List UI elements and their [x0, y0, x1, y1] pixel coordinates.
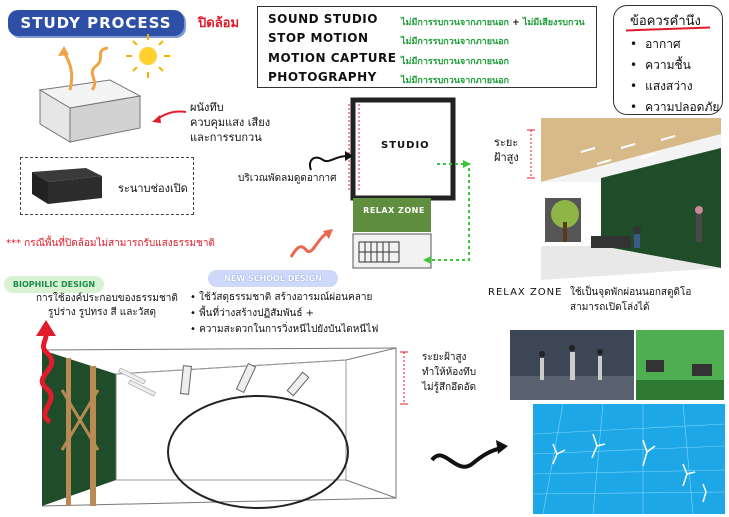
note-text-2: ไม่มีเสียงรบกวน [522, 18, 585, 28]
stairs-icon [358, 241, 400, 263]
no-daylight-note: *** กรณีพื้นที่ปิดล้อมไม่สามารถรับแสงธรร… [6, 238, 215, 249]
open-plane-label: ระนาบช่องเปิด [118, 182, 188, 195]
relax-zone-desc: ใช้เป็นจุดพักผ่อนนอกสตูดิโอ สามารถเปิดโล… [570, 285, 691, 315]
considerations-box: ข้อควรคำนึง อากาศ ความชื้น แสงสว่าง ความ… [613, 5, 723, 115]
wall-note: ผนังทึบ ควบคุมแสง เสียง และการรบกวน [190, 100, 270, 145]
sofa [591, 236, 631, 248]
relax-zone-room [353, 198, 431, 232]
wall-note-line: ผนังทึบ [190, 101, 224, 114]
relax-zone-caption-label: RELAX ZONE [488, 287, 563, 298]
wall-note-line: และการรบกวน [190, 131, 262, 144]
studio-room [350, 97, 456, 201]
new-school-bullet: ความสะดวกในการวิ่งหนีไปยังบันไดหนีไฟ [190, 322, 378, 337]
biophilic-desc: การใช้องค์ประกอบของธรรมชาติ รูปร่าง รูปท… [36, 292, 178, 320]
open-plane-frame [20, 157, 194, 215]
new-school-bullet: พื้นที่ว่างสร้างปฏิสัมพันธ์ + [190, 306, 314, 321]
tree-icon [551, 200, 579, 228]
light-arrow [62, 51, 74, 91]
ceiling-note-line: ระยะฝ้าสูง [422, 352, 467, 363]
studio-type-name: SOUND STUDIO [268, 12, 378, 26]
room-perspective-sketch [41, 347, 397, 509]
plus-sign: + [512, 18, 520, 28]
ceiling-note-line: ระยะ [494, 136, 519, 149]
ceiling-note-bottom: ระยะฝ้าสูง ทำให้ห้องทึบ ไม่รู้สึกอึดอัด [422, 350, 476, 395]
person-icon [633, 226, 641, 234]
red-zigzag-arrow-icon [289, 229, 333, 258]
red-squiggle-arrow-icon [36, 320, 56, 425]
relax-desc-line: สามารถเปิดโล่งได้ [570, 302, 650, 313]
red-dimension-bracket [527, 129, 535, 179]
studio-label: STUDIO [381, 140, 430, 151]
red-dimension-bracket [400, 351, 408, 405]
black-arrow-icon [309, 151, 353, 171]
biophilic-desc-line: การใช้องค์ประกอบของธรรมชาติ [36, 293, 178, 304]
consideration-item: แสงสว่าง [630, 77, 693, 96]
ceiling-note-line: ทำให้ห้องทึบ [422, 367, 477, 378]
motion-data-photo [533, 404, 725, 514]
relax-zone-label: RELAX ZONE [363, 206, 425, 215]
new-school-pill: NEW SCHOOL DESIGN [208, 270, 338, 287]
considerations-title: ข้อควรคำนึง [630, 14, 701, 29]
studio-type-note: ไม่มีการรบกวนจากภายนอก [401, 57, 509, 67]
green-screen-photo [636, 330, 724, 400]
consideration-item: ความปลอดภัย [630, 98, 719, 117]
studio-type-note: ไม่มีการรบกวนจากภายนอก [401, 76, 509, 86]
red-arrow-icon [152, 110, 187, 123]
new-school-bullet: ใช้วัสดุธรรมชาติ สร้างอารมณ์ผ่อนคลาย [190, 290, 372, 305]
ceiling-note-line: ฝ้าสูง [494, 151, 519, 164]
black-curve-arrow-icon [430, 440, 508, 469]
relax-desc-line: ใช้เป็นจุดพักผ่อนนอกสตูดิโอ [570, 287, 692, 298]
ceiling-lights [180, 362, 310, 397]
closed-label: ปิดล้อม [198, 16, 240, 31]
studio-type-name: PHOTOGRAPHY [268, 70, 377, 84]
ceiling-note-top: ระยะ ฝ้าสูง [494, 135, 519, 165]
studio-type-note: ไม่มีการรบกวนจากภายนอก + ไม่มีเสียงรบกวน [401, 15, 585, 29]
floor-plan [348, 97, 471, 269]
dark-box-sketch [32, 168, 102, 204]
relax-zone-render [541, 118, 721, 280]
closed-box-sketch [38, 34, 170, 143]
wood-column [90, 366, 96, 506]
ventilation-note: บริเวณพัดลมดูดอากาศ [238, 173, 337, 184]
sun-icon [126, 34, 170, 78]
consideration-item: ความชื้น [630, 56, 691, 75]
studio-type-note: ไม่มีการรบกวนจากภายนอก [401, 37, 509, 47]
consideration-item: อากาศ [630, 35, 681, 54]
green-route [427, 163, 470, 261]
page-title: STUDY PROCESS [8, 10, 184, 36]
wall-note-line: ควบคุมแสง เสียง [190, 116, 271, 129]
person-icon [696, 214, 702, 242]
studio-types-box: SOUND STUDIO ไม่มีการรบกวนจากภายนอก + ไม… [257, 6, 597, 88]
biophilic-desc-line: รูปร่าง รูปทรง สี และวัสดุ [48, 307, 156, 318]
open-space-ellipse [167, 395, 349, 509]
note-text: ไม่มีการรบกวนจากภายนอก [401, 18, 509, 28]
motion-capture-photo [510, 330, 634, 400]
studio-type-name: MOTION CAPTURE [268, 51, 397, 65]
green-wall [42, 350, 116, 506]
biophilic-pill: BIOPHILIC DESIGN [4, 276, 104, 293]
ceiling-note-line: ไม่รู้สึกอึดอัด [422, 382, 477, 393]
studio-type-name: STOP MOTION [268, 31, 369, 45]
